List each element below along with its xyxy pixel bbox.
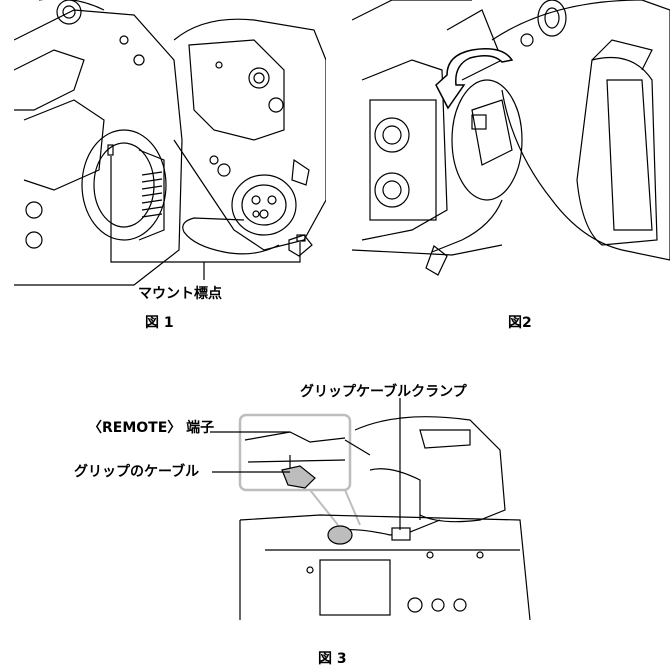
mount-mark-right bbox=[296, 234, 306, 242]
vent-grille bbox=[141, 171, 163, 218]
grip-rotation-drawing bbox=[352, 0, 670, 276]
figure-2-caption: 図2 bbox=[508, 315, 532, 331]
figure-3-illustration bbox=[0, 370, 670, 630]
mount-mark-label: マウント標点 bbox=[138, 286, 222, 302]
detail-inset-box bbox=[238, 413, 352, 492]
grip-cable-clamp-label: グリップケーブルクランプ bbox=[300, 384, 467, 400]
figure-2-illustration bbox=[352, 0, 670, 290]
figure-1-caption: 図 1 bbox=[145, 315, 174, 331]
figure-3-caption: 図 3 bbox=[318, 651, 347, 667]
cable-clamp bbox=[391, 527, 411, 541]
figure-1-illustration bbox=[14, 0, 326, 290]
grip-cable-clamp-drawing bbox=[210, 398, 531, 621]
mount-mark-left bbox=[107, 144, 114, 156]
mount-mark-leader bbox=[110, 156, 301, 263]
grip-cable-label: グリップのケーブル bbox=[74, 464, 200, 480]
remote-terminal-label: 〈REMOTE〉 端子 bbox=[88, 420, 215, 436]
rotation-arrow-icon bbox=[435, 48, 514, 110]
camera-mount-drawing bbox=[14, 0, 326, 286]
